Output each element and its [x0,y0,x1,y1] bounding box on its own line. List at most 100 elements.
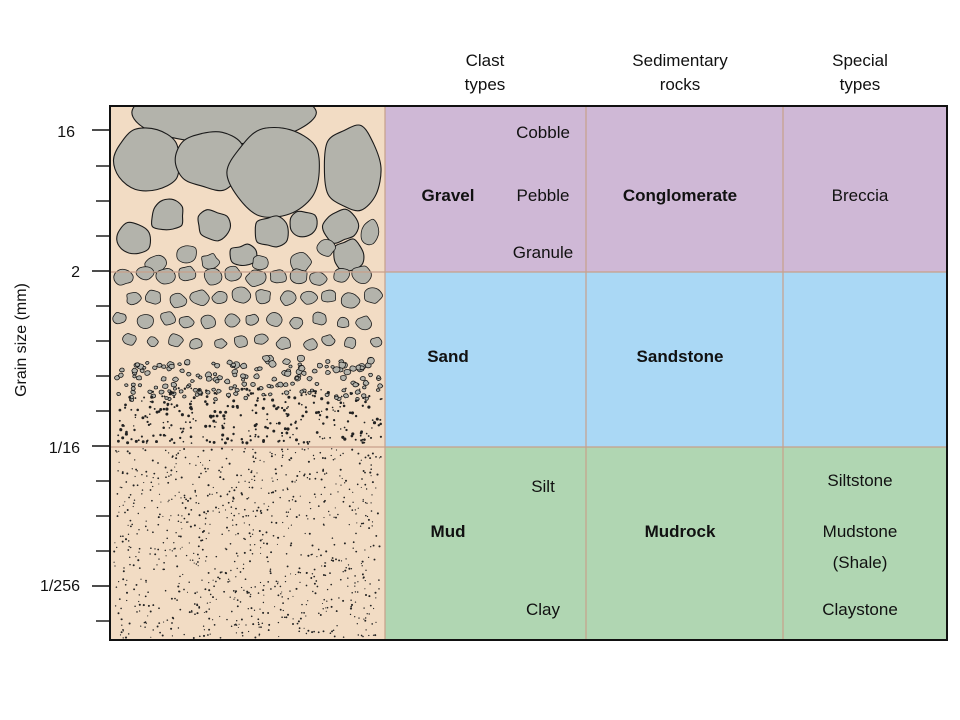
silt-dot [331,406,334,409]
mud-dot [253,460,255,463]
silt-dot [221,433,225,437]
silt-dot [232,399,236,403]
mud-dot [323,486,326,489]
silt-dot [367,435,370,437]
mud-dot [305,571,308,575]
cobble [112,127,180,192]
silt-dot [248,430,250,432]
mud-dot [234,590,238,593]
mud-dot [272,480,274,482]
sand-grain [361,393,367,399]
sand-grain [170,382,178,388]
mud-dot [236,620,238,622]
mud-dot [365,514,367,517]
silt-dot [143,396,146,399]
silt-dot [151,390,155,394]
silt-dot [272,404,276,408]
mud-dot [180,497,182,499]
sand-grain [257,366,263,372]
mud-dot [332,629,335,631]
silt-dot [130,408,133,411]
mud-dot [271,515,273,517]
special-siltstone: Siltstone [827,471,892,490]
silt-dot [190,442,193,444]
mud-dot [323,500,326,503]
mud-dot [331,557,334,559]
mud-dot [178,582,180,585]
rock-conglomerate: Conglomerate [623,186,737,205]
mud-dot [237,555,239,557]
mud-dot [137,512,140,515]
silt-dot [179,427,182,430]
mud-dot [339,475,341,477]
mud-dot [197,545,200,548]
silt-dot [205,439,209,442]
mud-dot [166,619,169,621]
mud-dot [294,500,297,503]
mud-dot [136,533,138,535]
granule [211,291,228,305]
silt-dot [266,418,269,421]
mud-dot [263,461,265,463]
mud-dot [143,622,145,624]
mud-dot [179,575,181,578]
mud-dot [175,470,178,473]
sand-grain [232,372,238,378]
mud-dot [316,585,319,588]
mud-dot [272,491,275,494]
mud-dot [125,591,129,594]
granule [144,289,162,305]
mud-dot [252,456,254,458]
mud-dot [149,553,151,555]
mud-dot [173,548,175,550]
silt-dot [265,435,269,438]
mud-dot [367,556,370,559]
mud-dot [329,514,331,516]
mud-dot [238,623,240,625]
granule [351,265,372,284]
mud-dot [352,547,354,549]
mud-dot [269,568,272,570]
mud-dot [276,479,278,481]
mud-dot [196,612,199,615]
sand-grain [147,389,153,395]
mud-dot [281,454,284,457]
silt-dot [165,407,169,411]
mud-dot [369,604,372,607]
sand-grain [186,371,192,377]
mud-dot [304,473,306,475]
mud-dot [330,605,333,608]
mud-dot [158,607,160,610]
mud-dot [115,586,118,588]
silt-dot [147,423,151,427]
rock-mudrock: Mudrock [645,522,716,541]
mud-dot [363,618,365,620]
silt-dot [227,396,230,399]
sand-grain [240,373,246,379]
mud-dot [371,452,374,455]
mud-dot [352,501,354,503]
mud-dot [285,474,287,476]
mud-dot [145,581,147,583]
mud-dot [235,523,238,526]
silt-dot [314,390,317,393]
tick-label-1-256: 1/256 [40,578,80,595]
mud-dot [205,513,207,515]
silt-dot [286,413,290,417]
mud-dot [227,578,230,580]
mud-dot [199,462,202,464]
silt-dot [341,435,345,439]
mud-dot [159,631,161,634]
mud-dot [260,626,262,628]
silt-dot [180,413,184,417]
mud-dot [203,611,205,614]
mud-dot [163,561,165,564]
silt-dot [132,425,135,427]
mud-dot [219,636,222,639]
mud-dot [284,580,287,583]
silt-dot [246,393,249,396]
mud-dot [113,561,115,563]
mud-dot [115,546,118,549]
mud-dot [230,625,233,627]
mud-dot [132,505,134,508]
